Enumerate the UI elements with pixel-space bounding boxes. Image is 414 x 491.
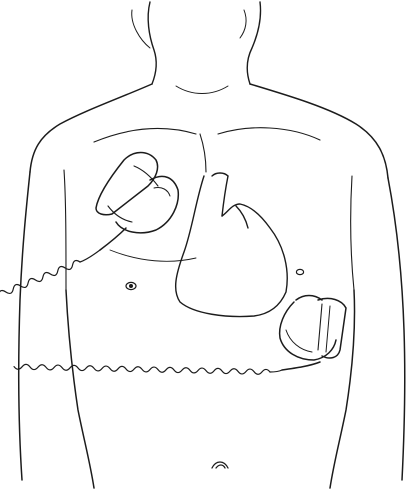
right-nipple — [296, 269, 303, 274]
torso-outline — [19, 84, 405, 488]
heart-outline — [176, 173, 288, 316]
neck — [132, 2, 261, 94]
coiled-cable-sternum — [0, 250, 100, 301]
navel — [212, 462, 228, 468]
paddle-sternum — [96, 153, 178, 251]
paddle-apex — [280, 296, 346, 371]
coiled-cable-apex — [14, 364, 282, 374]
clavicles — [94, 128, 320, 262]
nipples — [126, 269, 304, 289]
